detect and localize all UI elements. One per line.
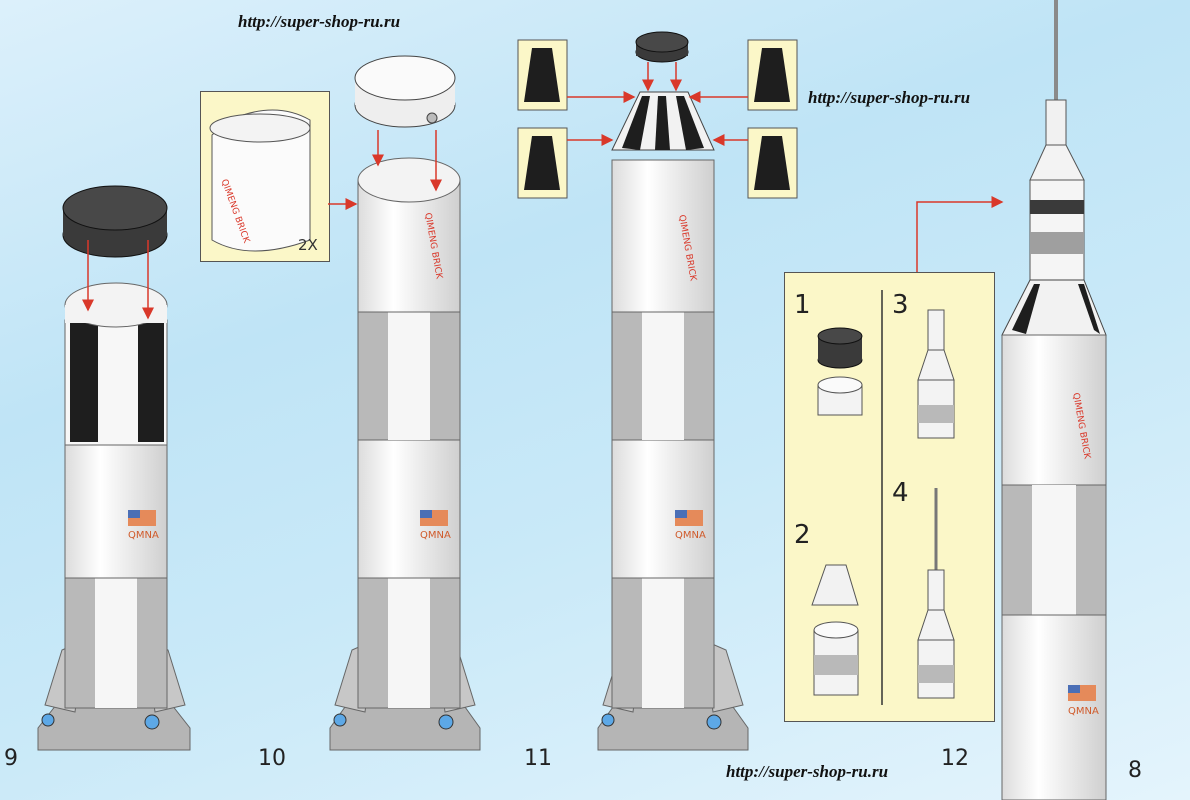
rocket-step-10 xyxy=(329,55,481,751)
flag-label-final: QMNA xyxy=(1068,706,1099,717)
arrow-callout-12 xyxy=(916,196,1004,272)
website-url-top: http://super-shop-ru.ru xyxy=(238,12,401,31)
substep-4: 4 xyxy=(892,478,909,508)
website-url-right: http://super-shop-ru.ru xyxy=(808,88,971,107)
flag-label-9: QMNA xyxy=(128,530,159,541)
flag-label-11: QMNA xyxy=(675,530,706,541)
step-number-10: 10 xyxy=(258,746,286,771)
step-number-12: 12 xyxy=(941,746,969,771)
step-number-9: 9 xyxy=(4,746,18,771)
callout-10-quantity: 2X xyxy=(298,236,318,254)
rocket-final xyxy=(1001,0,1107,800)
half-cylinder-part xyxy=(209,109,311,252)
website-url-bottom: http://super-shop-ru.ru xyxy=(726,762,889,781)
step-number-8: 8 xyxy=(1128,758,1142,783)
slope-parts-step-11 xyxy=(517,39,798,199)
substep-3: 3 xyxy=(892,290,909,320)
substep-1: 1 xyxy=(794,290,811,320)
callout-12-parts xyxy=(811,290,955,705)
rocket-step-11 xyxy=(597,31,749,751)
rocket-step-9 xyxy=(37,185,191,751)
step-number-11: 11 xyxy=(524,746,552,771)
flag-label-10: QMNA xyxy=(420,530,451,541)
substep-2: 2 xyxy=(794,520,811,550)
